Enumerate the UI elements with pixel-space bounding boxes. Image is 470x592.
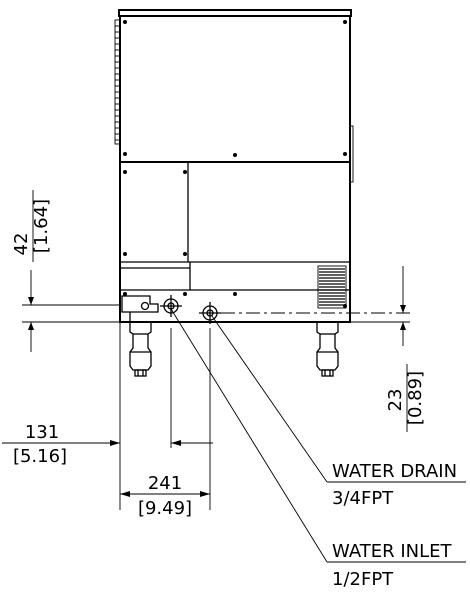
dim-drain-offset-in: [9.49] xyxy=(138,498,192,519)
dimension-drain-height: 23 [0.89] xyxy=(350,266,426,432)
dim-leg-clearance-mm: 42 xyxy=(11,233,32,256)
screw-dots xyxy=(123,20,347,308)
water-drain-label: WATER DRAIN xyxy=(332,461,457,482)
dim-inlet-offset-mm: 131 xyxy=(25,422,59,443)
water-drain-fitting xyxy=(199,302,221,324)
dim-drain-height-mm: 23 xyxy=(385,389,406,412)
dim-drain-offset-mm: 241 xyxy=(148,473,182,494)
mounting-bracket xyxy=(121,295,159,322)
ice-machine-body xyxy=(114,9,410,324)
water-inlet-label: WATER INLET xyxy=(332,541,453,562)
dim-inlet-offset-in: [5.16] xyxy=(13,446,67,467)
leg-right xyxy=(316,321,339,377)
dim-drain-height-in: [0.89] xyxy=(405,371,426,425)
leg-left xyxy=(129,321,152,377)
dimension-leg-clearance: 42 [1.64] xyxy=(11,190,120,352)
water-inlet-size: 1/2FPT xyxy=(332,569,394,590)
dimension-drain-offset: 241 [9.49] xyxy=(120,328,211,519)
dimension-inlet-offset: 131 [5.16] xyxy=(2,322,213,510)
water-inlet-fitting xyxy=(160,295,182,317)
water-drain-size: 3/4FPT xyxy=(332,488,394,509)
dim-leg-clearance-in: [1.64] xyxy=(31,199,52,253)
callout-water-inlet: WATER INLET 1/2FPT xyxy=(170,308,466,590)
callout-water-drain: WATER DRAIN 3/4FPT xyxy=(211,315,466,509)
side-hinge-strip xyxy=(114,19,121,145)
vent-grill xyxy=(317,265,347,309)
